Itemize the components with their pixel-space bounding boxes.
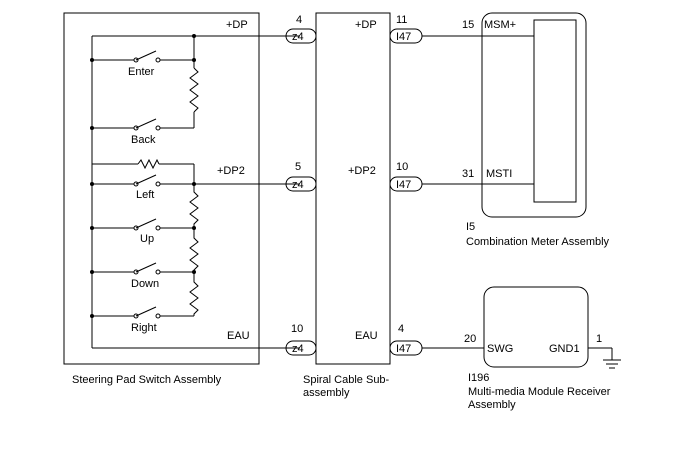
eau-cable-pin: 4 (398, 323, 404, 335)
dp2-cable-label: +DP2 (348, 165, 376, 177)
back-switch (133, 118, 161, 131)
eau-pad-pin: 10 (291, 323, 303, 335)
left-switch (133, 174, 161, 187)
dp2-top-resistor (137, 158, 160, 170)
combination-meter-inner (533, 19, 577, 203)
z4-connector-dp (285, 28, 317, 44)
up-switch-label: Up (140, 233, 154, 245)
dp-pad-pin: 4 (296, 14, 302, 26)
dp2-pad-pin: 5 (295, 161, 301, 173)
i47-connector-dp2-label: I47 (396, 179, 411, 191)
junction-dot (90, 314, 94, 318)
right-switch (133, 306, 161, 319)
eau-cable-label: EAU (355, 330, 378, 342)
steering-pad-switch-box (63, 12, 260, 365)
dp2-cable-pin: 10 (396, 161, 408, 173)
spiral-cable-label-2: assembly (303, 387, 350, 399)
z4-connector-dp2-label: z4 (292, 179, 304, 191)
dp2-target-label: MSTI (486, 168, 512, 180)
multimedia-label-2: Assembly (468, 399, 516, 411)
steering-pad-switch-label: Steering Pad Switch Assembly (72, 374, 222, 386)
gnd-pin: 1 (596, 333, 602, 345)
dp-cable-pin: 11 (396, 14, 407, 26)
junction-dot (90, 270, 94, 274)
multimedia-label-1: Multi-media Module Receiver (468, 386, 611, 398)
dp-resistor (189, 67, 199, 113)
combination-meter-code: I5 (466, 221, 475, 233)
dp-target-label: MSM+ (484, 19, 516, 31)
up-down-resistor (189, 228, 199, 272)
junction-dot (90, 58, 94, 62)
dp-cable-label: +DP (355, 19, 377, 31)
spiral-cable-label-1: Spiral Cable Sub- (303, 374, 390, 386)
combination-meter-box (481, 12, 587, 218)
left-switch-label: Left (136, 189, 154, 201)
dp-pad-label: +DP (226, 19, 248, 31)
junction-dot (90, 182, 94, 186)
i47-connector-dp-label: I47 (396, 31, 411, 43)
up-switch (133, 218, 161, 231)
eau-pad-label: EAU (227, 330, 250, 342)
dp2-pad-label: +DP2 (217, 165, 245, 177)
left-up-resistor (189, 184, 199, 228)
junction-dot (90, 126, 94, 130)
gnd-label: GND1 (549, 343, 580, 355)
back-switch-label: Back (131, 134, 156, 146)
z4-connector-dp2 (285, 176, 317, 192)
z4-connector-eau-label: z4 (292, 343, 304, 355)
enter-switch (133, 50, 161, 63)
down-switch-label: Down (131, 278, 159, 290)
down-right-resistor (189, 272, 199, 316)
multimedia-box (483, 286, 589, 368)
eau-target-label: SWG (487, 343, 513, 355)
right-switch-label: Right (131, 322, 157, 334)
enter-switch-label: Enter (128, 66, 155, 78)
dp-target-pin: 15 (462, 19, 474, 31)
i47-connector-eau-label: I47 (396, 343, 411, 355)
multimedia-code: I196 (468, 372, 489, 384)
z4-connector-eau (285, 340, 317, 356)
down-switch (133, 262, 161, 275)
z4-connector-dp-label: z4 (292, 31, 304, 43)
dp2-target-pin: 31 (462, 168, 474, 180)
spiral-cable-box (315, 12, 391, 365)
ground-icon (603, 359, 621, 369)
combination-meter-label: Combination Meter Assembly (466, 236, 610, 248)
eau-target-pin: 20 (464, 333, 476, 345)
junction-dot (90, 226, 94, 230)
